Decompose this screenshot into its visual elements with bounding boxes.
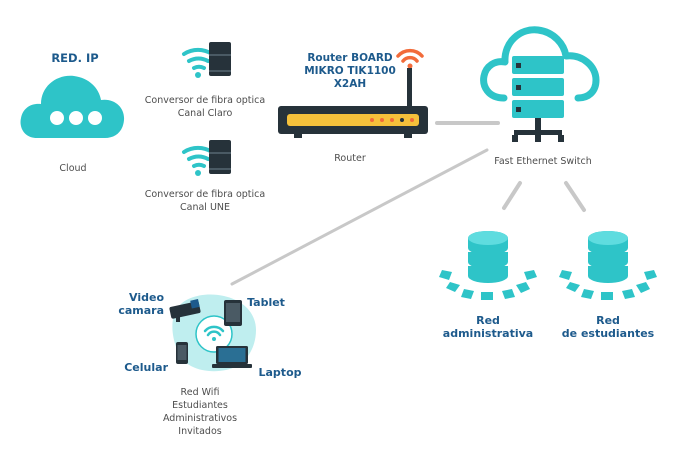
wifi-desc-line3: Administrativos	[162, 413, 238, 424]
converter-une-label: Conversor de fibra optica Canal UNE	[140, 188, 270, 214]
cloud-title: RED. IP	[51, 51, 99, 65]
video-camera-icon	[169, 299, 201, 322]
device-laptop-label: Laptop	[258, 366, 302, 379]
red-students-line1: Red	[596, 314, 620, 327]
converter-claro-label: Conversor de fibra optica Canal Claro	[140, 94, 270, 120]
cloud-label: Cloud	[59, 163, 87, 174]
switch-label: Fast Ethernet Switch	[494, 156, 592, 167]
red-students-line2: de estudiantes	[561, 327, 655, 340]
router-title-line1: Router BOARD	[307, 52, 393, 64]
device-video-line2: camara	[118, 304, 164, 317]
converter-claro-line2: Canal Claro	[177, 108, 233, 119]
red-admin-line2: administrativa	[442, 327, 534, 340]
wifi-description: Red Wifi Estudiantes Administrativos Inv…	[150, 386, 250, 438]
red-admin-line1: Red	[476, 314, 500, 327]
fiber-converter-une-icon	[182, 140, 231, 176]
router-title: Router BOARD MIKRO TIK1100 X2AH	[300, 52, 400, 91]
wifi-desc-line1: Red Wifi	[180, 387, 220, 398]
switch-cloud-icon	[480, 26, 600, 142]
phone-icon	[176, 342, 188, 364]
wifi-desc-line4: Invitados	[178, 426, 222, 437]
wifi-cluster-icon	[169, 294, 256, 372]
router-icon	[278, 48, 428, 138]
device-celular-label: Celular	[124, 361, 168, 374]
database-students-icon	[559, 231, 657, 300]
switch-admin-line	[502, 181, 522, 210]
switch-students-line	[564, 181, 586, 212]
device-video-label: Video camara	[112, 291, 164, 317]
converter-claro-line1: Conversor de fibra optica	[144, 95, 266, 106]
wifi-desc-line2: Estudiantes	[172, 400, 228, 411]
database-admin-icon	[439, 231, 537, 300]
router-label: Router	[334, 153, 366, 164]
switch-wifi-line	[230, 148, 489, 286]
device-video-line1: Video	[129, 291, 164, 304]
router-title-line2: MIKRO TIK1100	[304, 65, 396, 77]
router-title-line3: X2AH	[333, 78, 367, 90]
converter-une-line1: Conversor de fibra optica	[144, 189, 266, 200]
tablet-icon	[224, 300, 242, 326]
fiber-converter-claro-icon	[182, 42, 231, 78]
red-students-label: Red de estudiantes	[550, 314, 666, 340]
cloud-icon	[20, 75, 125, 138]
laptop-icon	[212, 346, 252, 368]
red-admin-label: Red administrativa	[430, 314, 546, 340]
device-tablet-label: Tablet	[247, 296, 285, 309]
converter-une-line2: Canal UNE	[179, 202, 231, 213]
